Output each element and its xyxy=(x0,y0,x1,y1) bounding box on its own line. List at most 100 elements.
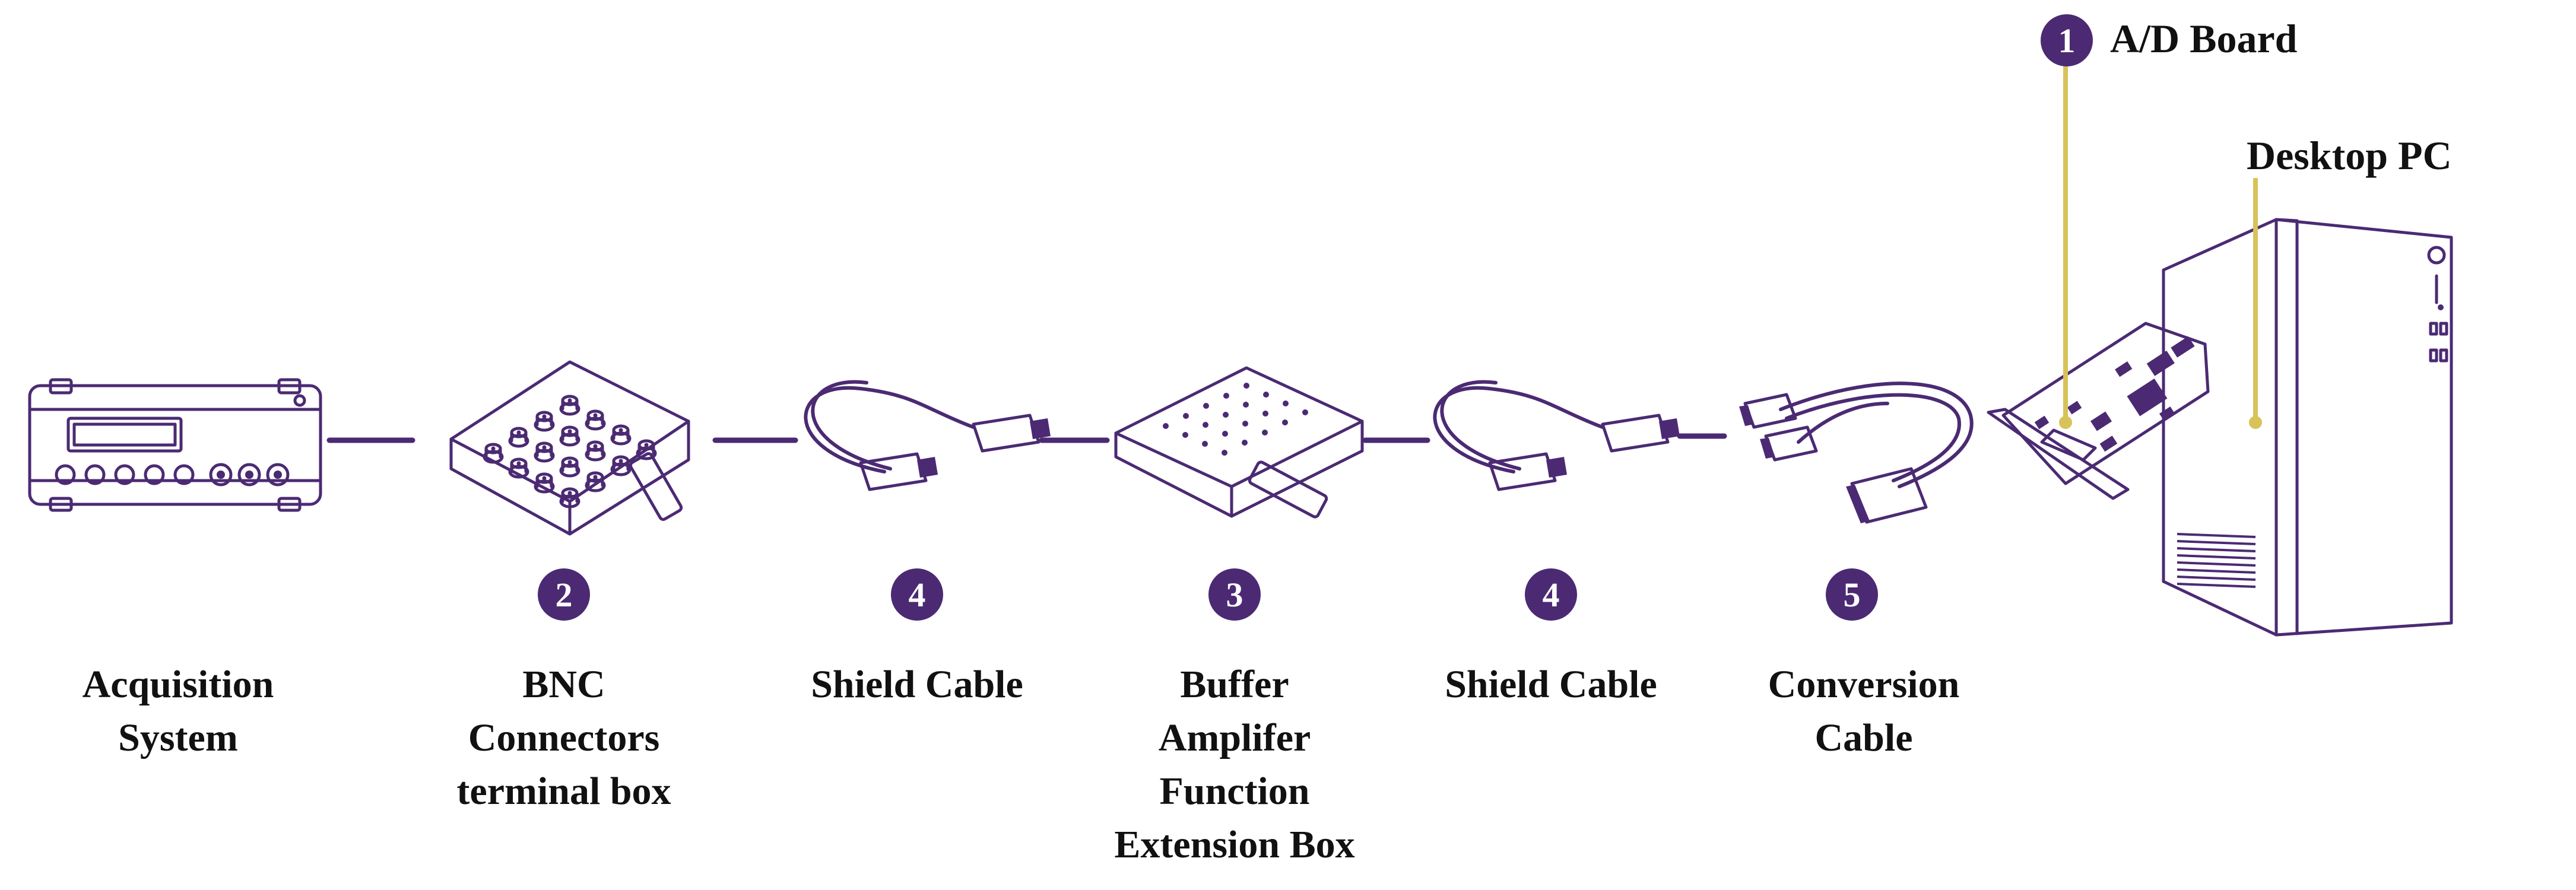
pc-vent-slot xyxy=(2177,547,2256,552)
vent-dot xyxy=(1242,440,1248,446)
badge-3 xyxy=(1208,568,1261,621)
desktop-pc-leader-dot xyxy=(2249,416,2262,429)
vent-dot xyxy=(1182,432,1188,438)
vent-dot xyxy=(1283,401,1289,406)
bnc-label-line-1: BNC xyxy=(522,663,605,706)
acquisition-system-icon xyxy=(28,378,322,512)
bnc-label-line-3: terminal box xyxy=(456,770,671,813)
vent-dot xyxy=(1243,383,1249,389)
pc-vent-slot xyxy=(2177,583,2256,588)
bnc-connector-top xyxy=(535,411,553,422)
bnc-connector-pin xyxy=(516,461,521,466)
bnc-connector-top xyxy=(612,424,630,436)
vent-dot xyxy=(1203,422,1208,428)
vent-dot xyxy=(1263,392,1269,398)
badge-4b xyxy=(1525,568,1577,621)
vent-dot xyxy=(1242,421,1248,427)
vent-dot xyxy=(1203,403,1209,409)
acquisition-label-line-2: System xyxy=(118,716,238,759)
buffer-label-line-2: Amplifer xyxy=(1159,716,1311,759)
bnc-label-line-2: Connectors xyxy=(468,716,660,759)
conversion-label-line-1: Conversion xyxy=(1768,663,1960,706)
acquisition-label-line-1: Acquisition xyxy=(83,663,274,706)
bnc-connector-top xyxy=(561,487,579,499)
buffer-amplifier-box-icon xyxy=(1114,366,1364,519)
bnc-connector-pin xyxy=(491,446,496,451)
bnc-connector-top xyxy=(535,472,553,484)
connection-lines xyxy=(326,433,1727,443)
bnc-connector-top xyxy=(535,441,553,453)
vent-dot xyxy=(1262,411,1268,417)
ad-board-callout: 1 A/D Board xyxy=(2041,14,2298,66)
pc-vent-slot xyxy=(2177,533,2256,538)
buffer-label-line-1: Buffer xyxy=(1180,663,1289,706)
shield-cable-2-label: Shield Cable xyxy=(1445,663,1657,706)
pc-vent-slot xyxy=(2177,540,2256,545)
bnc-connector-pin xyxy=(618,459,623,463)
badge-2 xyxy=(538,568,590,621)
shield-cable-2-icon xyxy=(1433,380,1680,491)
bnc-connector-top xyxy=(484,443,502,454)
component-badges: 2 4 3 4 5 xyxy=(538,568,1878,621)
pc-vent-slot xyxy=(2177,576,2256,581)
bnc-connector-top xyxy=(510,457,528,469)
bnc-connector-pin xyxy=(542,476,547,481)
bnc-connector-pin xyxy=(542,445,547,450)
bnc-connector-pin xyxy=(516,430,521,435)
vent-dot xyxy=(1183,413,1189,419)
bnc-connector-top xyxy=(586,440,604,452)
bnc-connector-pin xyxy=(567,460,572,465)
buffer-label-line-3: Function xyxy=(1159,770,1309,813)
component-labels: Acquisition System BNC Connectors termin… xyxy=(83,663,1960,866)
bnc-terminal-box-icon xyxy=(449,360,690,536)
buffer-label-line-4: Extension Box xyxy=(1114,823,1354,866)
badge-1-number: 1 xyxy=(2058,21,2076,60)
vent-dot xyxy=(1223,412,1229,418)
bnc-connector-pin xyxy=(593,444,598,449)
vent-dot xyxy=(1202,441,1208,447)
ad-board-icon xyxy=(1987,322,2210,500)
shield-cable-1-label: Shield Cable xyxy=(811,663,1023,706)
badge-2-number: 2 xyxy=(556,576,573,614)
vent-dot xyxy=(1282,419,1288,425)
vent-dot xyxy=(1163,423,1169,429)
pc-vent-slot xyxy=(2177,554,2256,560)
badge-3-number: 3 xyxy=(1226,576,1243,614)
badge-4b-number: 4 xyxy=(1543,576,1560,614)
bnc-connector-top xyxy=(561,456,579,468)
pc-vent-slot xyxy=(2177,568,2256,574)
vent-dot xyxy=(1222,450,1227,456)
vent-dot xyxy=(1262,430,1268,436)
bnc-connector-top xyxy=(586,409,604,421)
badge-1 xyxy=(2041,14,2093,66)
pc-vent-slot xyxy=(2177,561,2256,567)
conversion-cable-icon xyxy=(1739,382,1974,524)
bnc-connector-pin xyxy=(567,429,572,434)
vent-dot xyxy=(1223,393,1229,399)
bnc-connector-top xyxy=(561,425,579,437)
ad-board-leader-dot xyxy=(2059,416,2072,429)
conversion-label-line-2: Cable xyxy=(1815,716,1913,759)
bnc-connector-top xyxy=(586,471,604,483)
shield-cable-1-icon xyxy=(804,380,1051,491)
vent-dot xyxy=(1243,402,1249,408)
desktop-pc-icon xyxy=(2162,218,2453,637)
bnc-connector-pin xyxy=(644,443,649,447)
badge-4a-number: 4 xyxy=(909,576,926,614)
bnc-connector-pin xyxy=(567,398,572,403)
ad-board-label: A/D Board xyxy=(2110,16,2298,61)
bnc-connector-pin xyxy=(542,414,547,419)
badge-5-number: 5 xyxy=(1844,576,1861,614)
vent-dot xyxy=(1222,431,1228,437)
bnc-connector-pin xyxy=(618,428,623,433)
bnc-connector-top xyxy=(561,395,579,406)
desktop-pc-label: Desktop PC xyxy=(2247,133,2452,178)
bnc-connector-top xyxy=(510,427,528,438)
badge-4a xyxy=(891,568,943,621)
bnc-connector-pin xyxy=(593,413,598,418)
bnc-connector-pin xyxy=(593,475,598,479)
bnc-connector-top xyxy=(637,439,655,451)
vent-dot xyxy=(1302,409,1308,415)
badge-5 xyxy=(1826,568,1878,621)
bnc-connector-top xyxy=(612,455,630,467)
